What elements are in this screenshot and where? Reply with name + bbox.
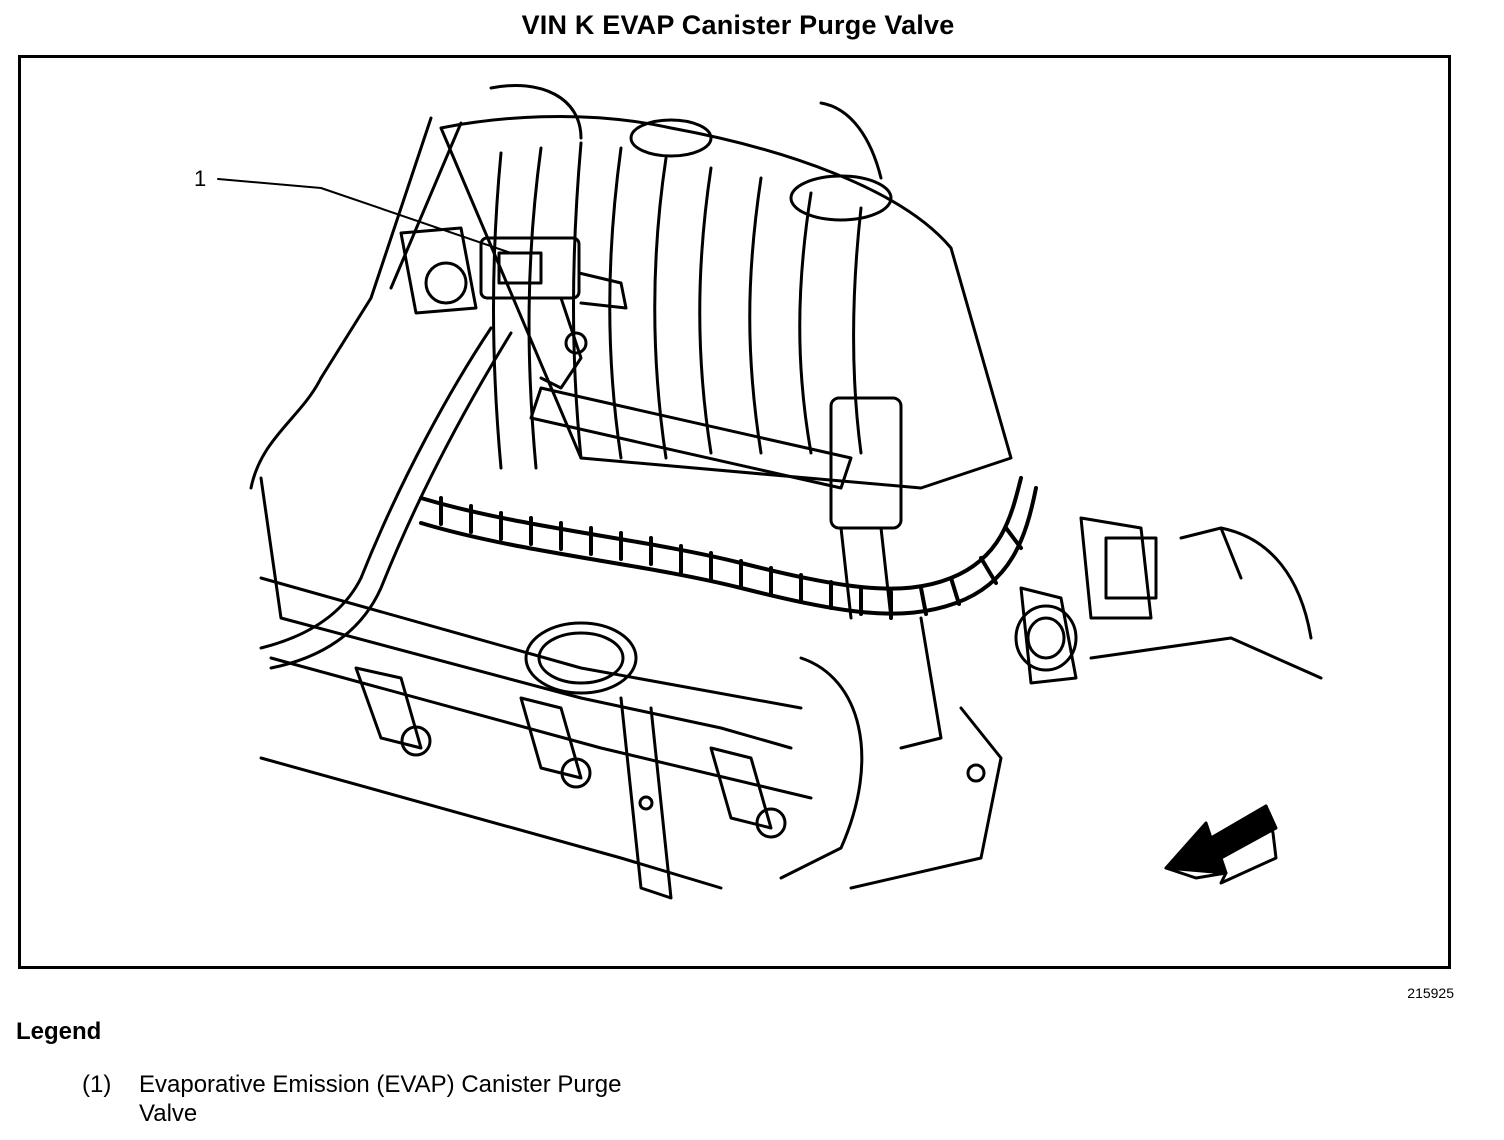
callout-label: 1: [194, 166, 206, 191]
callout-1: 1: [194, 166, 512, 254]
hoses: [249, 83, 583, 670]
direction-arrow: [1164, 804, 1278, 885]
engine-illustration: 1: [194, 83, 1323, 900]
legend-item-text: Evaporative Emission (EVAP) Canister Pur…: [139, 1071, 622, 1127]
wiring-harness: [419, 476, 1038, 620]
cylinder-head: [259, 476, 813, 900]
diagram-frame: 1: [18, 55, 1451, 969]
intake-manifold: [319, 101, 1013, 490]
figure-id: 215925: [1407, 985, 1454, 1001]
legend-item-number: (1): [82, 1071, 112, 1098]
diagram-title: VIN K EVAP Canister Purge Valve: [521, 10, 955, 40]
legend-heading: Legend: [16, 1018, 102, 1045]
fuel-rail: [529, 386, 903, 620]
legend-item: (1) Evaporative Emission (EVAP) Canister…: [82, 1070, 659, 1128]
right-components: [779, 516, 1323, 890]
purge-valve: [399, 226, 628, 390]
